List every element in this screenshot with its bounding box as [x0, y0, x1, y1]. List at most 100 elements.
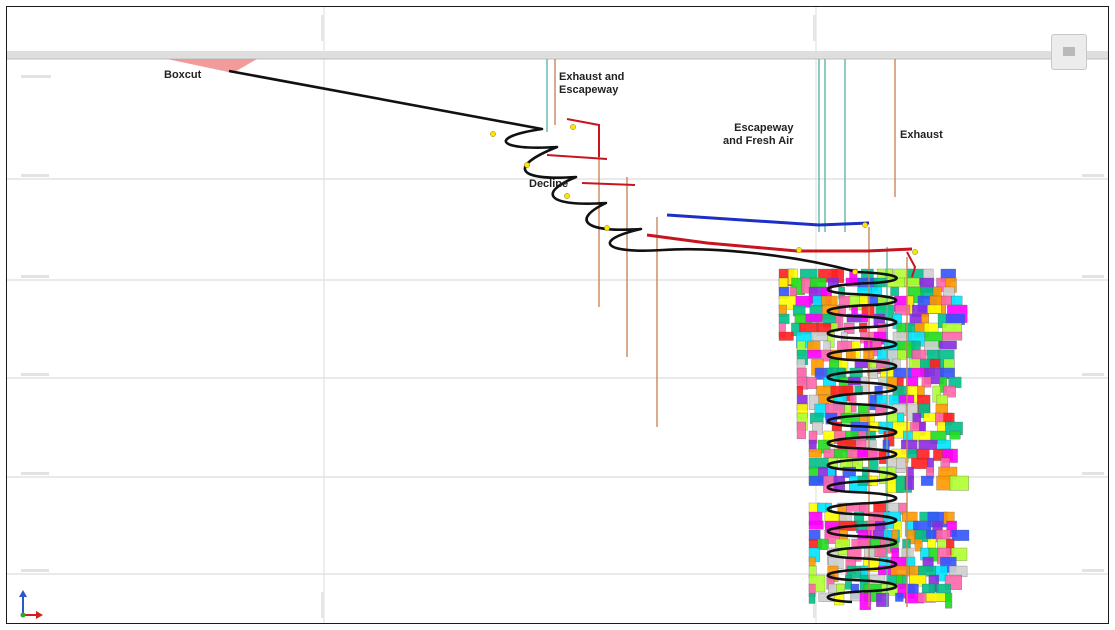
mine-design-viewport[interactable]: Boxcut Exhaust and Escapeway Escapeway a…: [6, 6, 1109, 624]
stope-block: [939, 376, 948, 393]
exhaust-drive: [566, 118, 600, 157]
stope-block: [893, 367, 912, 379]
axis-triad-icon: [19, 590, 43, 619]
junction-marker: [862, 222, 868, 228]
mine-section-view: [7, 7, 1108, 623]
stope-block: [929, 358, 941, 370]
stope-block: [920, 475, 934, 486]
stope-block: [844, 403, 852, 414]
ground-surface: [7, 51, 1108, 78]
stope-block: [778, 313, 790, 324]
view-cube-icon[interactable]: [1051, 34, 1087, 70]
stope-block: [906, 376, 919, 388]
stope-block: [808, 520, 824, 530]
stope-block: [921, 376, 932, 388]
fresh-air-drive: [666, 213, 870, 227]
label-boxcut: Boxcut: [164, 69, 202, 81]
stope-block: [796, 385, 804, 396]
stope-block: [942, 322, 962, 334]
stope-block: [808, 556, 816, 567]
surface-tick-label: [21, 75, 51, 78]
stope-block: [808, 592, 816, 604]
stope-block: [861, 313, 868, 323]
stope-block: [808, 448, 822, 458]
stope-block: [921, 583, 936, 594]
surface-band: [7, 51, 1108, 59]
stope-block: [914, 538, 923, 552]
stope-block: [890, 565, 910, 577]
grid-tick-label-right: [1082, 174, 1104, 177]
stope-block: [895, 592, 904, 602]
junction-marker: [490, 131, 496, 137]
stope-block: [897, 349, 907, 360]
junction-marker: [604, 225, 610, 231]
stope-block: [817, 502, 827, 513]
junction-marker: [912, 249, 918, 255]
stope-block: [812, 421, 823, 435]
ventilation-raises: [546, 59, 908, 607]
grid-tick-label-left: [21, 569, 49, 572]
decline-path: [228, 69, 898, 604]
stope-block: [854, 385, 863, 396]
stope-block: [939, 340, 957, 350]
stope-block: [817, 538, 829, 550]
stope-block: [951, 529, 970, 541]
decline-ramp: [228, 69, 898, 604]
boxcut-excavation: [167, 59, 257, 73]
grid-tick-label-left: [21, 174, 49, 177]
stope-block: [859, 592, 871, 610]
stope-block: [885, 502, 900, 512]
stope-block: [805, 313, 823, 323]
stope-block: [891, 547, 900, 559]
stope-block: [946, 520, 957, 538]
grid-tick-label-left: [21, 275, 49, 278]
stope-block: [932, 385, 941, 403]
grid-tick-label-top: [813, 15, 816, 41]
stope-block: [935, 565, 948, 582]
stope-block: [911, 457, 928, 469]
stope-block: [902, 511, 918, 522]
stope-block: [943, 412, 955, 423]
junction-marker: [852, 269, 858, 275]
stope-block: [807, 349, 822, 359]
exhaust-drive: [581, 182, 636, 186]
junction-marker: [570, 124, 576, 130]
exhaust-drive: [906, 251, 917, 278]
stope-block: [942, 331, 963, 341]
stope-block: [809, 277, 827, 288]
stope-block: [940, 295, 952, 306]
grid-tick-label-right: [1082, 373, 1104, 376]
stope-block: [810, 331, 829, 341]
stope-block: [918, 565, 937, 577]
stope-block: [891, 529, 899, 540]
intersection-markers: [490, 124, 918, 275]
stope-block: [943, 385, 956, 398]
stope-block: [949, 475, 969, 491]
exhaust-drive: [546, 154, 608, 160]
stope-block: [859, 295, 869, 305]
stope-block: [937, 421, 946, 433]
stope-block: [796, 421, 806, 440]
label-decline: Decline: [529, 178, 569, 190]
stope-block: [821, 295, 838, 307]
stope-block: [907, 583, 919, 594]
stope-block: [925, 592, 947, 602]
grid-tick-label-right: [1082, 275, 1104, 278]
stope-block: [806, 376, 817, 389]
stope-block: [907, 448, 918, 459]
stope-block: [912, 430, 932, 442]
grid-tick-label-right: [1082, 472, 1104, 475]
stope-block: [945, 592, 953, 609]
stope-block: [896, 457, 906, 469]
stope-block: [949, 430, 961, 440]
stope-block: [789, 286, 797, 297]
stope-block: [890, 286, 899, 296]
stope-block: [894, 304, 911, 316]
stope-block: [940, 367, 955, 379]
junction-marker: [524, 162, 530, 168]
junction-marker: [796, 247, 802, 253]
stope-block: [876, 592, 889, 607]
stope-block: [951, 295, 963, 305]
stope-block: [836, 583, 845, 593]
junction-marker: [564, 193, 570, 199]
